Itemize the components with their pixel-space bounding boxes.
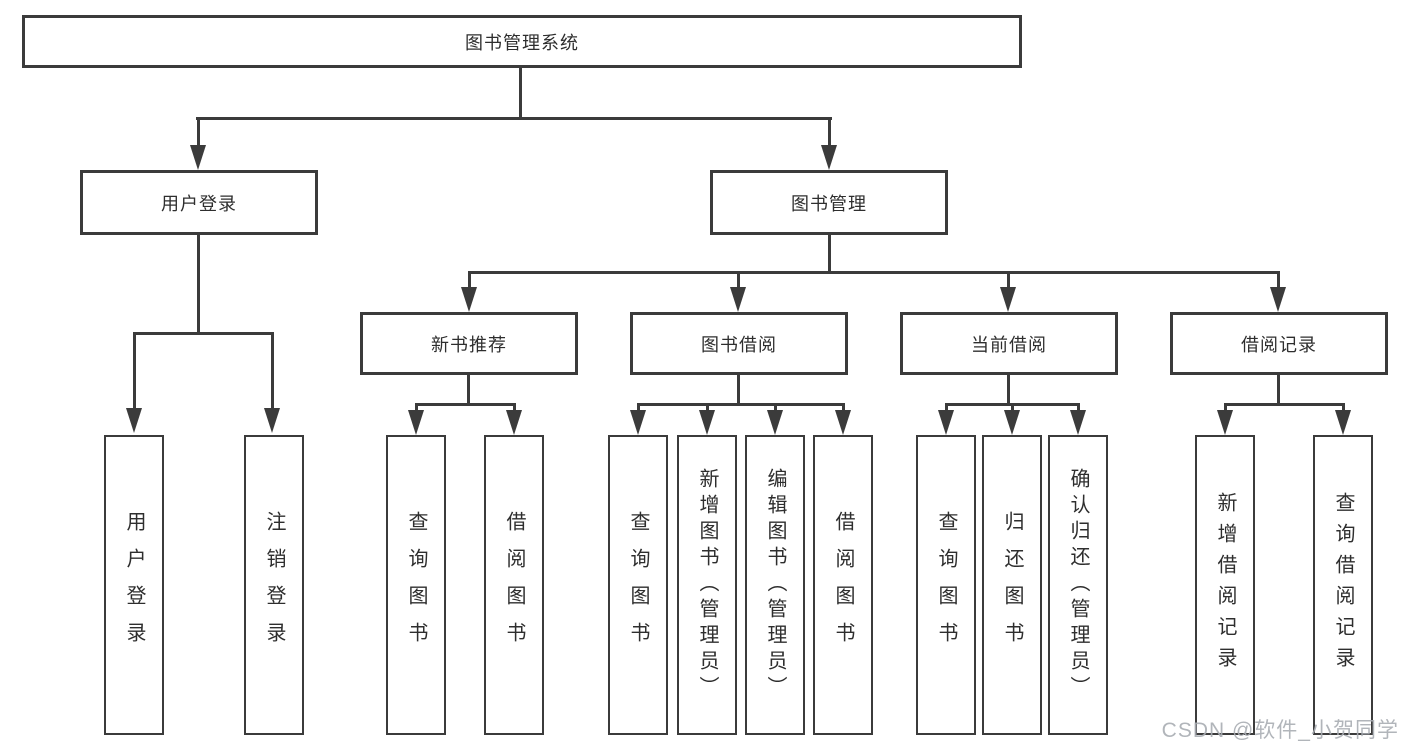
connector-book-mgmt-drop: [828, 235, 831, 274]
connector-drop-login-leaf: [133, 332, 136, 410]
connector-leaf-stub: [706, 403, 709, 412]
arrowhead-login-leaf: [126, 408, 142, 433]
node-new-book-recommend: 新书推荐: [360, 312, 578, 375]
connector-drop-records: [1277, 271, 1280, 289]
connector-leaf-stub: [513, 403, 516, 412]
arrowhead-leaf: [1335, 410, 1351, 435]
csdn-watermark: CSDN @软件_小贺同学: [1161, 719, 1399, 742]
connector-leaf-stub: [842, 403, 845, 412]
node-book-management: 图书管理: [710, 170, 948, 235]
node-label: 图书借阅: [701, 334, 777, 355]
node-library-system: 图书管理系统: [22, 15, 1022, 68]
connector-leaf-stub: [415, 403, 418, 412]
connector-leaf-stub: [637, 403, 640, 412]
arrowhead-leaf: [1004, 410, 1020, 435]
connector-leaf-stub: [1342, 403, 1345, 412]
node-label: 图书管理系统: [465, 32, 579, 53]
node-user-login: 用户登录: [80, 170, 318, 235]
connector-leaf-stub: [1224, 403, 1227, 412]
leaf-rec-query-record: 查询借阅记录: [1313, 435, 1373, 735]
leaf-rec-add-record: 新增借阅记录: [1195, 435, 1255, 735]
connector-level3-rail: [468, 271, 1280, 274]
node-book-borrowing: 图书借阅: [630, 312, 848, 375]
connector-records-drop: [1277, 375, 1280, 406]
connector-drop-new-books: [468, 271, 471, 289]
arrowhead-leaf: [506, 410, 522, 435]
connector-drop-logout-leaf: [271, 332, 274, 410]
connector-current-drop: [1007, 375, 1010, 406]
arrowhead-leaf: [1217, 410, 1233, 435]
node-current-borrowing: 当前借阅: [900, 312, 1118, 375]
arrowhead-leaf: [938, 410, 954, 435]
leaf-cb-confirm-return-admin: 确认归还（管理员）: [1048, 435, 1108, 735]
node-label: 借阅记录: [1241, 334, 1317, 355]
node-label: 图书管理: [791, 193, 867, 214]
leaf-bb-edit-books-admin: 编辑图书（管理员）: [745, 435, 805, 735]
connector-records-rail: [1224, 403, 1344, 406]
connector-leaf-stub: [774, 403, 777, 412]
connector-leaf-stub: [1077, 403, 1080, 412]
connector-leaf-stub: [1011, 403, 1014, 412]
leaf-nb-query-books: 查询图书: [386, 435, 446, 735]
leaf-cb-query-books: 查询图书: [916, 435, 976, 735]
leaf-bb-query-books: 查询图书: [608, 435, 668, 735]
arrowhead-logout-leaf: [264, 408, 280, 433]
connector-borrowing-rail: [637, 403, 844, 406]
leaf-nb-borrow-books: 借阅图书: [484, 435, 544, 735]
arrowhead-book-mgmt: [821, 145, 837, 170]
node-label: 当前借阅: [971, 334, 1047, 355]
connector-newbook-drop: [467, 375, 470, 406]
connector-leaf-stub: [945, 403, 948, 412]
arrowhead-records: [1270, 287, 1286, 312]
arrowhead-leaf: [408, 410, 424, 435]
connector-drop-user-login: [197, 117, 200, 147]
leaf-logout: 注销登录: [244, 435, 304, 735]
leaf-bb-borrow-books: 借阅图书: [813, 435, 873, 735]
connector-drop-current: [1007, 271, 1010, 289]
arrowhead-leaf: [835, 410, 851, 435]
node-borrowing-records: 借阅记录: [1170, 312, 1388, 375]
connector-drop-book-mgmt: [828, 117, 831, 147]
node-label: 新书推荐: [431, 334, 507, 355]
leaf-bb-add-books-admin: 新增图书（管理员）: [677, 435, 737, 735]
connector-user-login-drop: [197, 235, 200, 335]
arrowhead-leaf: [1070, 410, 1086, 435]
arrowhead-user-login: [190, 145, 206, 170]
connector-newbook-rail: [415, 403, 516, 406]
arrowhead-current: [1000, 287, 1016, 312]
node-label: 用户登录: [161, 193, 237, 214]
connector-borrowing-drop: [737, 375, 740, 406]
arrowhead-leaf: [767, 410, 783, 435]
connector-drop-borrowing: [737, 271, 740, 289]
arrowhead-borrowing: [730, 287, 746, 312]
connector-root-drop: [519, 68, 522, 119]
arrowhead-leaf: [699, 410, 715, 435]
connector-level2-rail: [196, 117, 832, 120]
connector-user-login-rail: [133, 332, 274, 335]
arrowhead-leaf: [630, 410, 646, 435]
arrowhead-new-books: [461, 287, 477, 312]
leaf-cb-return-books: 归还图书: [982, 435, 1042, 735]
leaf-user-login: 用户登录: [104, 435, 164, 735]
